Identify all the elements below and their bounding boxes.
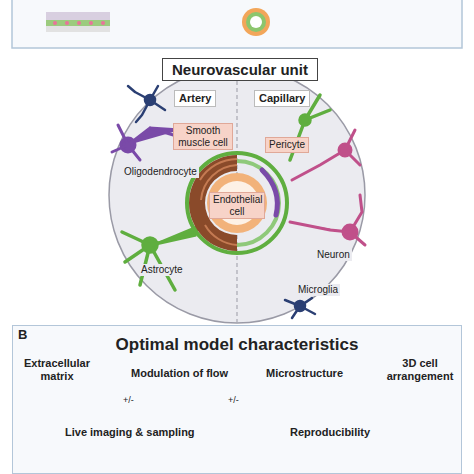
cell-label-box: Smooth muscle cell bbox=[173, 123, 233, 150]
box-text: Pericyte bbox=[269, 139, 305, 151]
feature-label: Microstructure bbox=[266, 367, 343, 380]
cell-label: Microglia bbox=[296, 284, 340, 296]
cell-label-box: Endothelial cell bbox=[209, 192, 265, 219]
box-text: Endothelial cell bbox=[213, 194, 261, 217]
panel-a-frame bbox=[12, 0, 462, 48]
flow-sign: +/- bbox=[228, 395, 239, 405]
panel-title: Optimal model characteristics bbox=[13, 335, 461, 355]
cell-label-box: Pericyte bbox=[265, 137, 309, 153]
box-text: Artery bbox=[179, 92, 211, 105]
cell-label: Oligodendrocyte bbox=[122, 166, 199, 178]
vessel-type-box: Artery bbox=[174, 90, 216, 107]
feature-label: 3D cell arrangement bbox=[380, 357, 460, 382]
feature-label: Modulation of flow bbox=[131, 367, 228, 380]
box-text: Neurovascular unit bbox=[172, 61, 308, 78]
feature-label: Extracellular matrix bbox=[17, 357, 97, 382]
cell-label: Astrocyte bbox=[139, 264, 185, 276]
microglia bbox=[128, 86, 315, 318]
flow-sign: +/- bbox=[123, 395, 134, 405]
cell-label: Neuron bbox=[315, 249, 352, 261]
nvu-circle bbox=[109, 67, 365, 323]
astrocyte bbox=[122, 95, 330, 290]
panel-letter: B bbox=[18, 328, 27, 343]
feature-label: Live imaging & sampling bbox=[65, 426, 195, 439]
title-box: Neurovascular unit bbox=[162, 58, 318, 81]
panel-a-icons bbox=[46, 8, 270, 36]
box-text: Smooth muscle cell bbox=[177, 125, 229, 148]
vessel bbox=[187, 153, 287, 253]
box-text: Capillary bbox=[259, 92, 305, 105]
vessel-type-box: Capillary bbox=[254, 90, 310, 107]
feature-label: Reproducibility bbox=[290, 426, 370, 439]
